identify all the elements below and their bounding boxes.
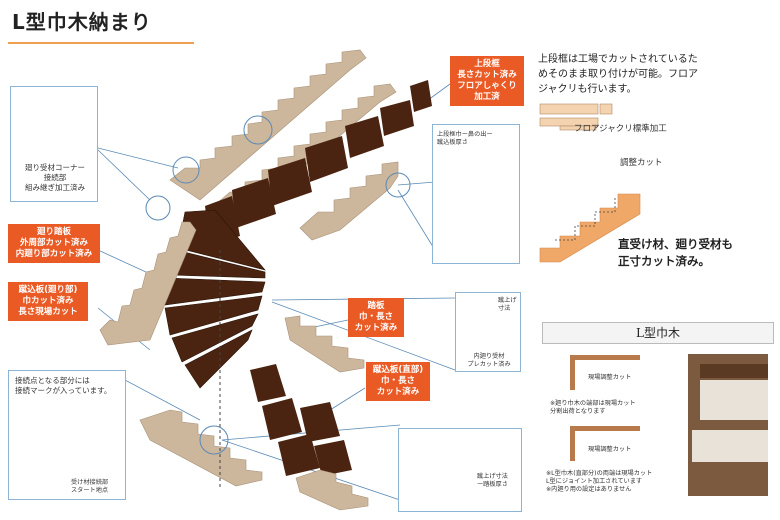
l-baseboard-header: L型巾木 bbox=[542, 322, 774, 344]
caption-line: 内廻り受材 bbox=[473, 353, 505, 360]
precut-note: 直受け材、廻り受材も 正寸カット済み。 bbox=[618, 236, 768, 270]
label-line: カット済み bbox=[354, 323, 398, 333]
caption-line: 上段框巾ー鼻の出ー bbox=[437, 131, 493, 138]
label-line: 巾・長さ bbox=[358, 312, 393, 322]
note-line: ※内廻り用の設定はありません bbox=[546, 486, 632, 493]
top-frame-note: 上段框は工場でカットされているた めそのまま取り付けが可能。フロア ジャクリも行… bbox=[538, 52, 774, 97]
connection-box: 接続点となる部分には 接続マークが入っています。 受け材接続部 スタート地点 bbox=[8, 370, 126, 500]
l-baseboard-drawings bbox=[570, 354, 768, 496]
note-line: めそのまま取り付けが可能。フロア bbox=[538, 69, 698, 80]
label-top-tread-cut: 上段框 長さカット済み フロアしゃくり 加工済 bbox=[450, 56, 524, 106]
connection-caption: 接続点となる部分には 接続マークが入っています。 bbox=[15, 376, 123, 396]
adjust-cut-2: 現場調整カット bbox=[588, 446, 632, 453]
label-tread: 踏板 巾・長さ カット済み bbox=[348, 298, 404, 337]
label-line: 蹴込板(廻り部) bbox=[18, 285, 78, 295]
lower-stringer bbox=[139, 315, 369, 511]
title-underline bbox=[8, 42, 194, 44]
label-line: 蹴込板(直部) bbox=[372, 365, 424, 375]
inner-receiver-caption: 内廻り受材 プレカット済み bbox=[458, 353, 520, 369]
label-line: 上段框 bbox=[474, 59, 500, 69]
floor-profile-drawing bbox=[539, 103, 613, 131]
label-line: 巾・長さ bbox=[380, 376, 415, 386]
floor-jakuri-label: フロアジャクリ標準加工 bbox=[574, 124, 667, 134]
caption-line: 受け材接続部 bbox=[71, 479, 109, 486]
caption-line: スタート地点 bbox=[71, 487, 109, 494]
caption-line: 接続点となる部分には bbox=[15, 376, 90, 385]
note-line: 直受け材、廻り受材も bbox=[618, 237, 733, 251]
rise-dim-label: 蹴上げ寸法 bbox=[498, 297, 517, 312]
note-line: 上段框は工場でカットされているた bbox=[538, 54, 698, 65]
rise-minus-caption: 蹴上げ寸法 ー踏板厚さ bbox=[477, 473, 521, 489]
winder-treads bbox=[164, 209, 266, 389]
note-line: 正寸カット済み。 bbox=[618, 254, 710, 268]
caption-line: 接続マークが入っています。 bbox=[15, 386, 112, 395]
label-line: 内廻り部カット済み bbox=[15, 249, 93, 259]
left-stringer bbox=[99, 221, 197, 346]
step-profile-box: 蹴上げ寸法 ー踏板厚さ bbox=[398, 428, 522, 512]
caption-line: プレカット済み bbox=[467, 361, 511, 368]
lower-treads bbox=[250, 364, 352, 476]
top-frame-box: 上段框巾ー鼻の出ー 蹴込板厚さ bbox=[432, 124, 520, 264]
label-riser-straight: 蹴込板(直部) 巾・長さ カット済み bbox=[366, 362, 430, 401]
label-riser-winder: 蹴込板(廻り部) 巾カット済み 長さ現場カット bbox=[8, 282, 88, 321]
label-line: 長さ現場カット bbox=[18, 307, 78, 317]
caption-line: ー踏板厚さ bbox=[477, 481, 508, 488]
caption-line: 蹴込板厚さ bbox=[437, 139, 468, 146]
note-line: ※L型巾木(直部分)の両端は現場カット bbox=[546, 470, 653, 477]
label-line: 長さカット済み bbox=[457, 70, 517, 80]
note-line: ジャクリも行います。 bbox=[538, 84, 637, 95]
top-frame-caption: 上段框巾ー鼻の出ー 蹴込板厚さ bbox=[437, 131, 517, 147]
label-line: カット済み bbox=[376, 387, 420, 397]
corner-receiver-caption: 廻り受材コーナー 接続部 組み継ぎ加工済み bbox=[15, 163, 95, 193]
note-line: ※廻り巾木の端部は現場カット bbox=[550, 400, 636, 407]
label-line: 外周部カット済み bbox=[19, 238, 88, 248]
caption-line: 接続部 bbox=[43, 173, 67, 182]
label-line: 踏板 bbox=[367, 301, 385, 311]
note-line: L型にジョイント加工されています bbox=[546, 478, 643, 485]
caption-line: 廻り受材コーナー bbox=[25, 163, 85, 172]
label-line: 廻り踏板 bbox=[36, 227, 71, 237]
note-line: 分割出荷となります bbox=[550, 408, 606, 415]
label-winder-tread: 廻り踏板 外周部カット済み 内廻り部カット済み bbox=[8, 224, 100, 263]
label-line: 巾カット済み bbox=[22, 296, 74, 306]
adjust-cut-label: 調整カット bbox=[620, 158, 663, 168]
corner-receiver-box: 廻り受材コーナー 接続部 組み継ぎ加工済み bbox=[10, 86, 98, 202]
label-line: フロアしゃくり bbox=[457, 81, 517, 91]
receiver-start-caption: 受け材接続部 スタート地点 bbox=[71, 479, 125, 495]
label-line: 加工済 bbox=[474, 92, 500, 102]
panel-title: L型巾木 bbox=[636, 326, 680, 340]
note-2: ※L型巾木(直部分)の両端は現場カット L型にジョイント加工されています ※内廻… bbox=[546, 470, 686, 494]
caption-line: 蹴上げ寸法 bbox=[477, 473, 508, 480]
detail-circles bbox=[145, 115, 411, 455]
note-1: ※廻り巾木の端部は現場カット 分割出荷となります bbox=[550, 400, 684, 416]
page-title: L型巾木納まり bbox=[12, 10, 152, 34]
adjust-cut-1: 現場調整カット bbox=[588, 374, 632, 381]
caption-line: 組み継ぎ加工済み bbox=[25, 183, 85, 192]
inner-receiver-box: 蹴上げ寸法 内廻り受材 プレカット済み bbox=[455, 292, 521, 372]
